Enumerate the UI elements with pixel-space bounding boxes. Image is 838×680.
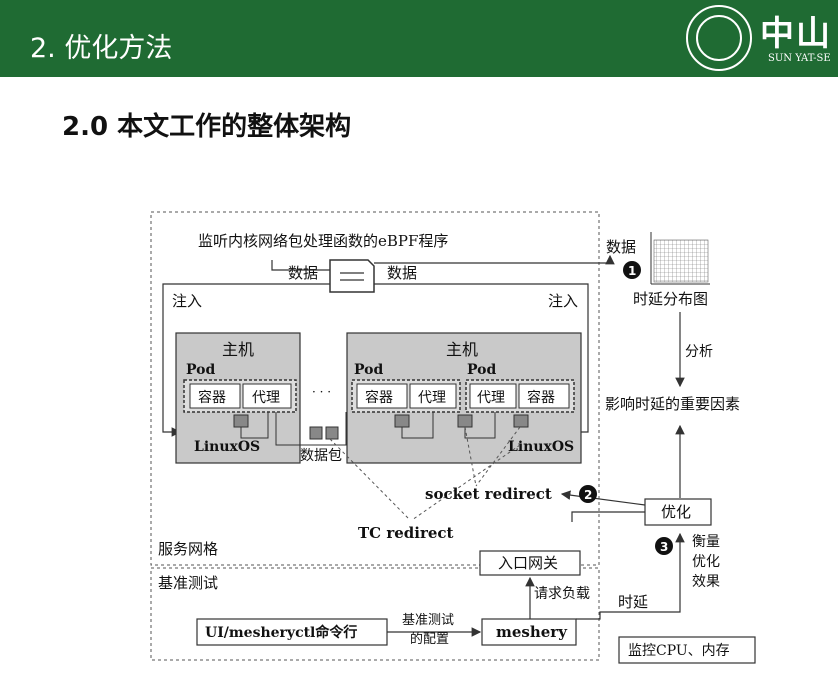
- inject-label-right: 注入: [548, 292, 578, 310]
- tc-redirect-label: TC redirect: [358, 524, 454, 542]
- packet-2: [325, 426, 339, 440]
- bench-config-label-1: 基准测试: [402, 613, 454, 628]
- optimize-box: [644, 498, 712, 526]
- pod-right-a-label: Pod: [354, 362, 383, 378]
- service-mesh-frame: [150, 211, 600, 566]
- svg-text:1: 1: [628, 264, 636, 278]
- service-mesh-label: 服务网格: [158, 540, 218, 558]
- ebpf-program-label: 监听内核网络包处理函数的eBPF程序: [198, 232, 448, 250]
- measure-label-1: 衡量: [692, 534, 720, 550]
- factors-label: 影响时延的重要因素: [605, 395, 740, 413]
- optimize-label: 优化: [661, 503, 691, 521]
- data-label-left: 数据: [288, 264, 318, 282]
- container-right-b: 容器: [527, 389, 555, 406]
- pod-left-label: Pod: [186, 362, 215, 378]
- slide-subtitle: 2.0 本文工作的整体架构: [62, 112, 352, 142]
- cli-box: [196, 618, 388, 646]
- university-logo: 中山: [760, 14, 832, 54]
- linuxos-left: LinuxOS: [194, 439, 260, 455]
- measure-label-2: 优化: [692, 554, 720, 570]
- container-right-a: 容器: [365, 389, 393, 406]
- request-load-label: 请求负载: [534, 586, 590, 602]
- step-1-badge: [623, 261, 641, 279]
- benchmark-label: 基准测试: [158, 574, 218, 592]
- host-right-label: 主机: [446, 340, 478, 359]
- proxy-right-b: 代理: [477, 390, 505, 406]
- header-bar: 2. 优化方法 中山 SUN YAT-SE: [0, 0, 838, 77]
- ingress-gateway-label: 入口网关: [498, 554, 558, 572]
- analyze-label: 分析: [685, 344, 713, 360]
- latency-dist-label: 时延分布图: [633, 290, 708, 308]
- socket-redirect-label: socket redirect: [425, 485, 552, 503]
- inject-label-left: 注入: [172, 292, 202, 310]
- ebpf-doc-icon: [329, 259, 375, 293]
- university-seal-icon: [686, 5, 752, 71]
- proxy-right-a: 代理: [418, 390, 446, 406]
- data-label-top: 数据: [606, 238, 636, 256]
- svg-text:3: 3: [660, 540, 668, 554]
- university-logo-sub: SUN YAT-SE: [768, 53, 831, 64]
- container-left: 容器: [198, 389, 226, 406]
- linuxos-right: LinuxOS: [508, 439, 574, 455]
- benchmark-frame: [150, 567, 600, 661]
- cli-label: UI/mesheryctl命令行: [205, 624, 357, 641]
- svg-text:2: 2: [584, 488, 592, 502]
- measure-label-3: 效果: [692, 574, 720, 590]
- data-label-right: 数据: [387, 264, 417, 282]
- meshery-box: [481, 618, 577, 646]
- step-3-badge: [655, 537, 673, 555]
- section-title: 2. 优化方法: [30, 33, 173, 64]
- packet-1: [309, 426, 323, 440]
- ingress-gateway-box: [479, 550, 581, 576]
- monitor-box: [618, 636, 756, 664]
- ellipsis: · · ·: [312, 385, 331, 399]
- packet-label: 数据包: [300, 448, 342, 464]
- monitor-label: 监控CPU、内存: [628, 643, 730, 659]
- step-2-badge: [579, 485, 597, 503]
- bench-config-label-2: 的配置: [410, 631, 449, 647]
- pod-right-b-label: Pod: [467, 362, 496, 378]
- meshery-label: meshery: [496, 623, 568, 641]
- proxy-left: 代理: [252, 390, 280, 406]
- host-left-label: 主机: [222, 340, 254, 359]
- latency-distribution-grid: [653, 239, 709, 283]
- latency-label: 时延: [618, 593, 648, 611]
